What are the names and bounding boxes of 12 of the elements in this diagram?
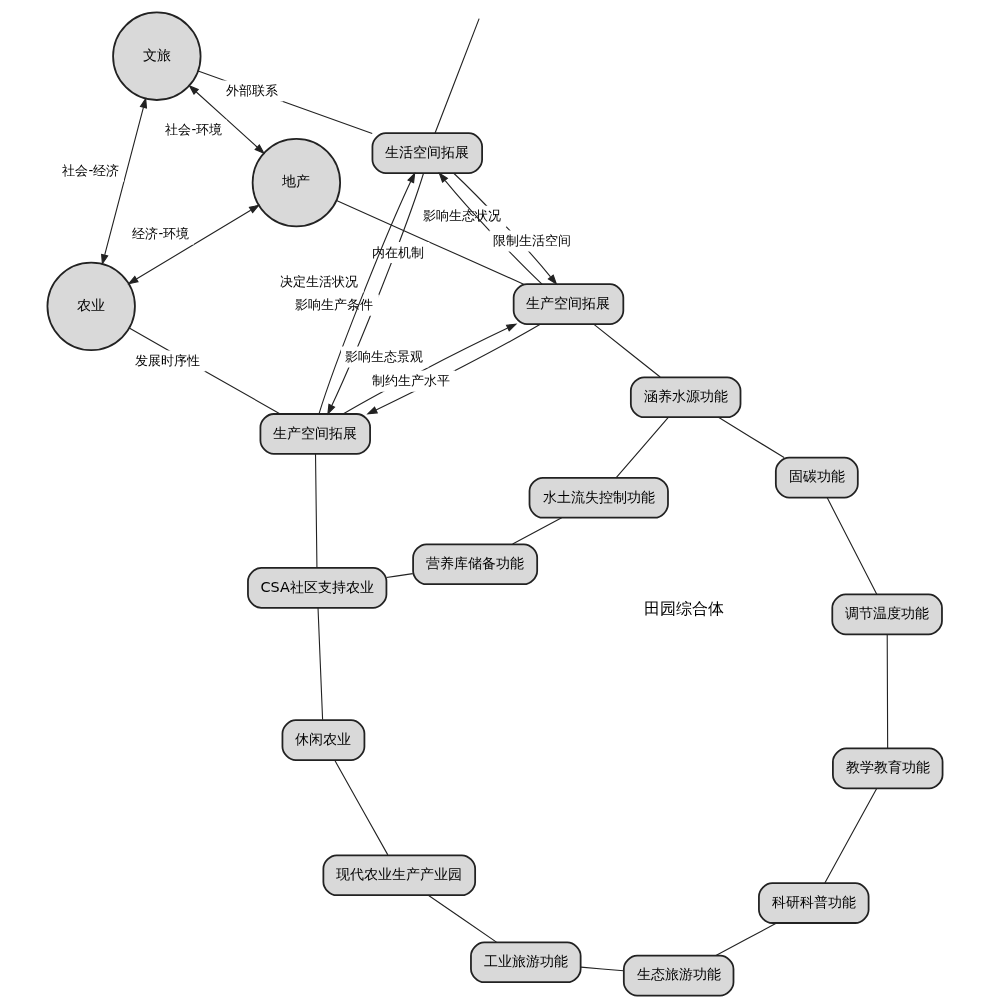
edge-label: 限制生活空间 [493,232,572,248]
edge-label: 决定生活状况 [280,273,358,289]
edge-label: 经济-环境 [132,225,190,241]
edge-label: 影响生态景观 [344,348,423,364]
label: 田园综合体 [644,600,725,619]
edge-label: 制约生产水平 [371,373,450,389]
edge-label: 外部联系 [226,83,279,99]
edge-label: 社会-环境 [165,122,223,138]
edge-label: 社会-经济 [62,163,120,179]
edge-label: 发展时序性 [135,352,201,368]
edge-label: 影响生态状况 [422,208,501,224]
edge-label: 内在机制 [372,244,425,260]
